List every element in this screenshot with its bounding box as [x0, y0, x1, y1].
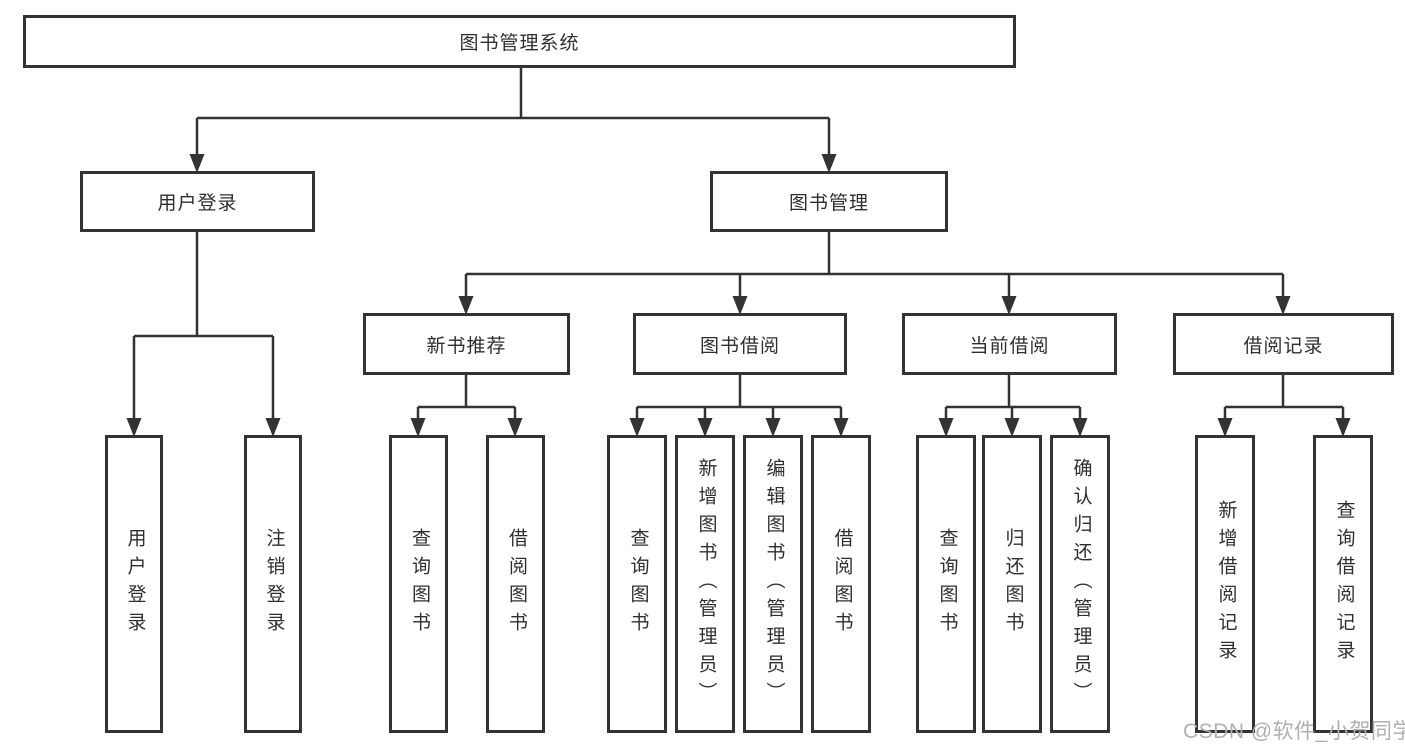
node-label: 用户登录: [124, 528, 146, 640]
arrowhead-down-icon: [821, 154, 837, 173]
node-label: 查询图书: [936, 528, 958, 640]
arrowhead-down-icon: [1335, 418, 1351, 437]
node-leaf-query-books-1: 查询图书: [389, 435, 448, 733]
node-user-login: 用户登录: [80, 171, 315, 232]
node-label: 新书推荐: [426, 335, 507, 357]
arrowhead-down-icon: [410, 418, 426, 437]
node-leaf-borrow-books-1: 借阅图书: [486, 435, 545, 733]
node-label: 当前借阅: [969, 335, 1050, 357]
node-label: 查询借阅记录: [1333, 500, 1355, 668]
node-label: 借阅图书: [831, 528, 853, 640]
arrowhead-down-icon: [1275, 296, 1291, 315]
node-label: 新增图书（管理员）: [695, 458, 717, 710]
node-leaf-add-borrow-record: 新增借阅记录: [1195, 435, 1255, 733]
csdn-watermark: CSDN @软件_小贺同学: [1183, 720, 1405, 743]
node-new-book-recommend: 新书推荐: [363, 313, 570, 375]
node-label: 查询图书: [408, 528, 430, 640]
node-label: 图书管理: [788, 193, 869, 214]
node-leaf-query-borrow-record: 查询借阅记录: [1313, 435, 1373, 733]
arrowhead-down-icon: [629, 418, 645, 437]
node-book-borrow: 图书借阅: [633, 313, 847, 375]
arrowhead-down-icon: [265, 418, 281, 437]
arrowhead-down-icon: [1001, 296, 1017, 315]
node-label: 编辑图书（管理员）: [763, 458, 785, 710]
arrowhead-down-icon: [1217, 418, 1233, 437]
node-current-borrow: 当前借阅: [902, 313, 1117, 375]
node-leaf-return-books: 归还图书: [982, 435, 1042, 733]
node-book-management: 图书管理: [710, 171, 948, 232]
node-leaf-add-books-admin: 新增图书（管理员）: [675, 435, 735, 733]
arrowhead-down-icon: [507, 418, 523, 437]
arrowhead-down-icon: [1004, 418, 1020, 437]
node-label: 图书借阅: [699, 335, 780, 357]
node-system-root: 图书管理系统: [23, 15, 1016, 68]
node-leaf-user-login: 用户登录: [105, 435, 163, 733]
node-leaf-borrow-books-2: 借阅图书: [811, 435, 871, 733]
node-leaf-query-books-2: 查询图书: [607, 435, 667, 733]
node-leaf-logout: 注销登录: [244, 435, 302, 733]
node-label: 用户登录: [157, 193, 238, 214]
arrowhead-down-icon: [732, 296, 748, 315]
arrowhead-down-icon: [126, 418, 142, 437]
node-leaf-confirm-return-admin: 确认归还（管理员）: [1050, 435, 1110, 733]
node-leaf-edit-books-admin: 编辑图书（管理员）: [743, 435, 803, 733]
node-leaf-query-books-3: 查询图书: [916, 435, 976, 733]
node-label: 归还图书: [1002, 528, 1024, 640]
node-label: 新增借阅记录: [1215, 500, 1237, 668]
node-label: 借阅记录: [1243, 335, 1324, 357]
node-label: 图书管理系统: [459, 33, 580, 54]
node-label: 注销登录: [263, 528, 285, 640]
arrowhead-down-icon: [833, 418, 849, 437]
arrowhead-down-icon: [1072, 418, 1088, 437]
node-label: 确认归还（管理员）: [1070, 458, 1092, 710]
arrowhead-down-icon: [697, 418, 713, 437]
arrowhead-down-icon: [765, 418, 781, 437]
node-label: 查询图书: [627, 528, 649, 640]
arrowhead-down-icon: [189, 154, 205, 173]
arrowhead-down-icon: [458, 296, 474, 315]
arrowhead-down-icon: [938, 418, 954, 437]
node-borrow-records: 借阅记录: [1173, 313, 1394, 375]
node-label: 借阅图书: [505, 528, 527, 640]
